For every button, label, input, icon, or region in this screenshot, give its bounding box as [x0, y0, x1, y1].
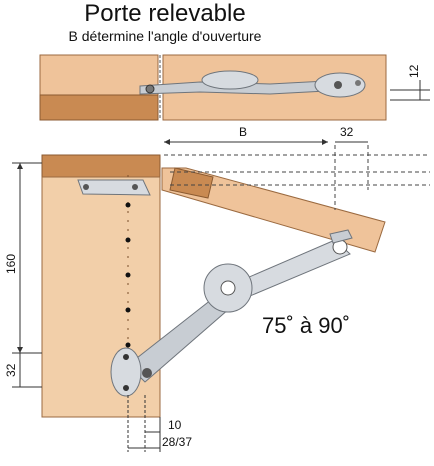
stay-center-icon — [220, 280, 236, 296]
door-mount-bracket — [329, 229, 353, 244]
door-edge — [169, 167, 214, 199]
dim-b-arrow-right — [322, 139, 328, 145]
top-pivot — [145, 84, 155, 94]
diagram-subtitle: B détermine l'angle d'ouverture — [68, 28, 262, 44]
hole-2 — [125, 237, 131, 243]
side-top-panel — [41, 154, 161, 178]
dim-b-arrow-left — [164, 139, 170, 145]
mount-screw-2 — [123, 385, 129, 391]
stay-bottom-pivot — [142, 368, 152, 378]
dimension-b: B 32 — [164, 125, 368, 145]
hole-4 — [125, 307, 131, 313]
dim-32-bottom-label: 32 — [4, 363, 18, 377]
side-cabinet-panel — [41, 176, 161, 418]
dim-160-arrow-bottom — [17, 347, 23, 353]
dim-28-37-label: 28/37 — [162, 435, 192, 449]
top-view: 12 — [39, 54, 430, 121]
angle-label: 75˚ à 90˚ — [262, 313, 350, 338]
top-screw-2 — [355, 80, 361, 86]
dim-12-label: 12 — [407, 64, 421, 78]
side-hinge-screw-2 — [132, 184, 138, 190]
side-hinge — [77, 179, 151, 196]
lift-stay — [110, 229, 353, 397]
hole-5 — [125, 342, 131, 348]
hole-3 — [125, 272, 131, 278]
mount-screw-1 — [123, 354, 129, 360]
top-screw-1 — [334, 81, 342, 89]
top-cabinet-panel — [39, 54, 159, 96]
diagram-title: Porte relevable — [84, 0, 246, 27]
dimension-160: 160 — [4, 162, 42, 354]
dim-10-label: 10 — [168, 418, 182, 432]
open-door — [161, 167, 386, 253]
dim-32-top-label: 32 — [340, 125, 354, 139]
side-hinge-screw — [83, 184, 89, 190]
top-cabinet-front — [39, 94, 159, 121]
stay-mount-plate — [110, 347, 142, 397]
hole-1 — [125, 202, 131, 208]
dim-160-label: 160 — [4, 254, 18, 274]
dim-160-arrow-top — [17, 163, 23, 169]
dimension-32-bottom: 32 — [4, 353, 42, 388]
top-hinge-cylinder — [201, 70, 259, 90]
bottom-dimensions: 10 28/37 — [127, 395, 192, 452]
dim-b-label: B — [239, 125, 247, 139]
